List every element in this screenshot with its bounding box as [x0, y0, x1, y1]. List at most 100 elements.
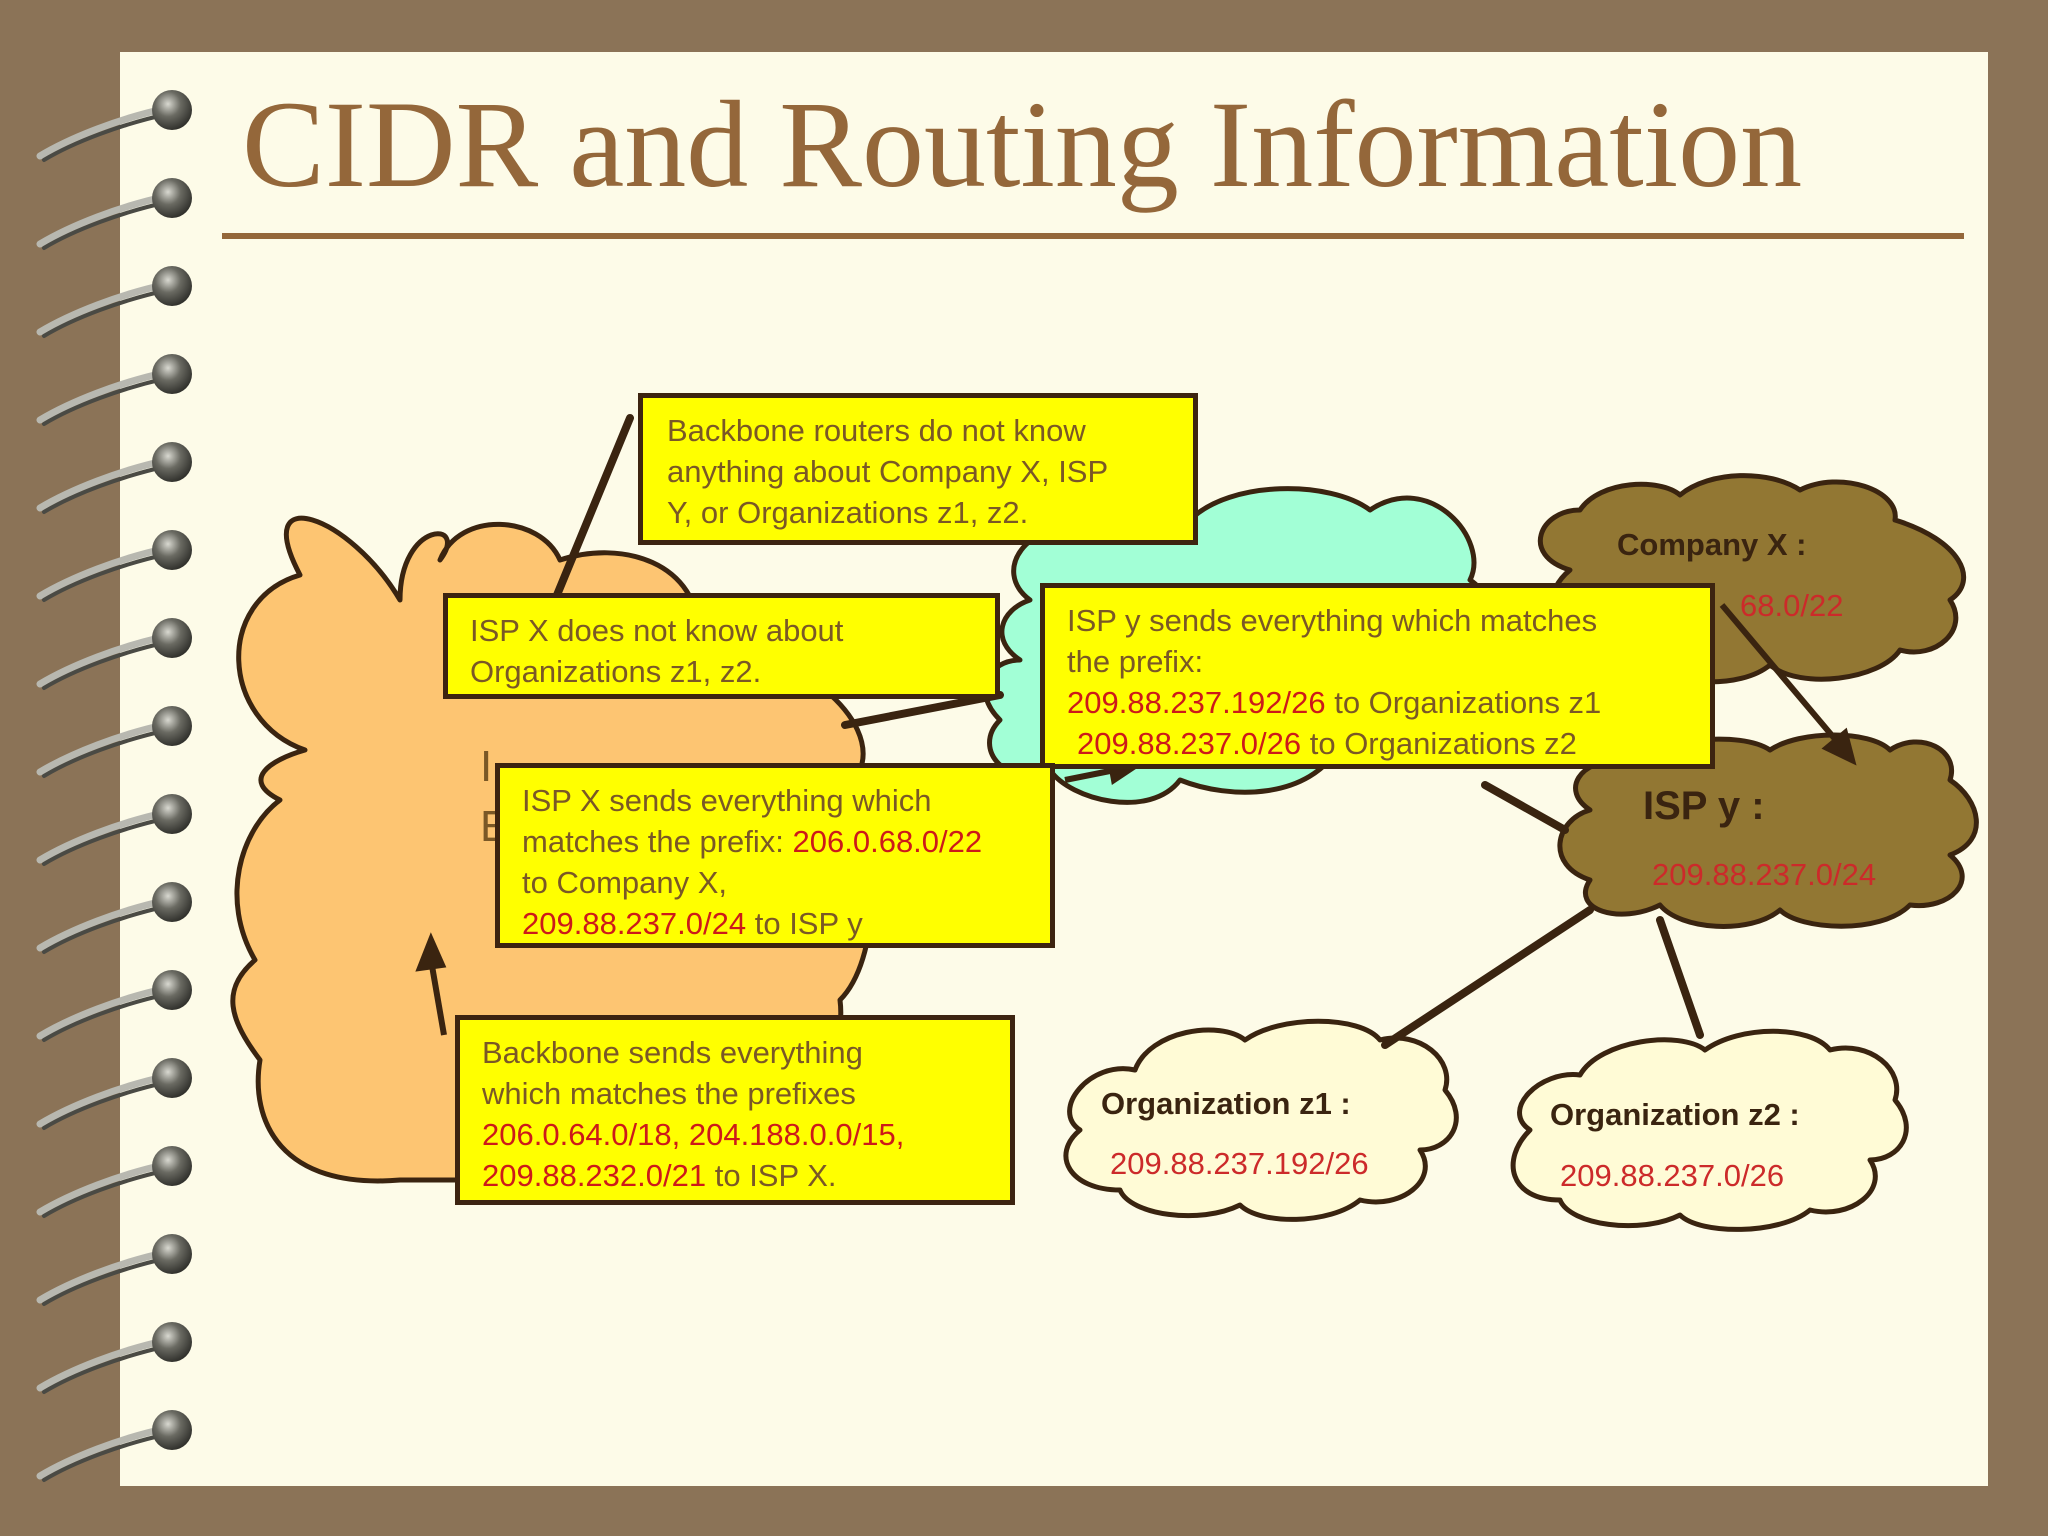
spiral-wire-shadow	[42, 904, 170, 954]
spiral-hole	[152, 1410, 192, 1450]
spiral-wire	[36, 456, 172, 512]
callout-line: to Company X,	[522, 865, 728, 900]
spiral-wire-shadow	[42, 992, 170, 1042]
callout-line: Backbone routers do not know	[667, 413, 1086, 448]
spiral-hole	[152, 882, 192, 922]
spiral-wire-shadow	[42, 816, 170, 866]
arrow-head-to-isp-y	[1821, 727, 1857, 766]
spiral-hole	[152, 970, 192, 1010]
callout-line: 209.88.237.0/24 to ISP y	[522, 903, 1032, 944]
callout-isp-x-not-know: ISP X does not know about Organizations …	[443, 593, 1000, 699]
spiral-hole	[152, 354, 192, 394]
prefix-isp-y-target: to ISP y	[746, 906, 863, 941]
callout-line: the prefix:	[1067, 644, 1204, 679]
arrow-head-backbone-upward	[415, 932, 447, 972]
spiral-wire-shadow	[42, 112, 170, 162]
spiral-wire	[36, 192, 172, 248]
prefix-z2-target: to Organizations z2	[1301, 726, 1577, 761]
spiral-wire	[36, 1248, 172, 1304]
callout-line: 206.0.64.0/18, 204.188.0.0/15,	[482, 1117, 905, 1152]
org-z2-label: Organization z2 :	[1550, 1097, 1800, 1132]
spiral-wire-shadow	[42, 1432, 170, 1482]
spiral-wire	[36, 1424, 172, 1480]
spiral-hole	[152, 1322, 192, 1362]
org-z1-label: Organization z1 :	[1101, 1086, 1351, 1121]
link-backbone-to-isp-x	[841, 691, 1004, 729]
callout-line: Backbone sends everything	[482, 1035, 863, 1070]
prefix-z1: 209.88.237.192/26	[1067, 685, 1326, 720]
callout-line: Organizations z1, z2.	[470, 654, 762, 689]
spiral-wire	[36, 896, 172, 952]
slide-title: CIDR and Routing Information	[242, 76, 1803, 213]
spiral-wire-shadow	[42, 200, 170, 250]
spiral-hole	[152, 794, 192, 834]
spiral-wire	[36, 632, 172, 688]
link-isp-y-to-z2	[1656, 916, 1704, 1039]
org-z2-prefix: 209.88.237.0/26	[1560, 1158, 1785, 1193]
callout-backbone-sends: Backbone sends everything which matches …	[455, 1015, 1015, 1205]
link-isp-x-to-isp-y	[1481, 781, 1569, 834]
spiral-wire	[36, 280, 172, 336]
prefix-z1-target: to Organizations z1	[1325, 685, 1602, 720]
spiral-wire	[36, 368, 172, 424]
spiral-wire-shadow	[42, 288, 170, 338]
callout-line: 209.88.232.0/21 to ISP X.	[482, 1155, 992, 1196]
callout-line: matches the prefix: 206.0.68.0/22	[522, 821, 1032, 862]
prefix-company-x: 206.0.68.0/22	[792, 824, 983, 859]
spiral-hole	[152, 1058, 192, 1098]
callout-line: 209.88.237.192/26 to Organizations z1	[1067, 682, 1692, 723]
spiral-hole	[152, 618, 192, 658]
spiral-wire-shadow	[42, 1344, 170, 1394]
title-underline	[222, 233, 1964, 239]
spiral-hole	[152, 442, 192, 482]
spiral-hole	[152, 1234, 192, 1274]
arrow-to-isp-x	[1064, 767, 1116, 783]
spiral-hole	[152, 178, 192, 218]
spiral-wire	[36, 1336, 172, 1392]
org-z1-cloud	[1063, 1018, 1459, 1222]
isp-y-cloud	[1557, 732, 1979, 929]
callout-backbone-routers: Backbone routers do not know anything ab…	[638, 393, 1198, 545]
org-z1-prefix: 209.88.237.192/26	[1110, 1146, 1369, 1181]
spiral-wire-shadow	[42, 464, 170, 514]
backbone-label-fragment-1: I	[480, 742, 493, 791]
spiral-hole	[152, 706, 192, 746]
callout-line: Y, or Organizations z1, z2.	[667, 495, 1029, 530]
callout-line: ISP y sends everything which matches	[1067, 603, 1598, 638]
spiral-wire	[36, 984, 172, 1040]
callout-line: ISP X sends everything which	[522, 783, 932, 818]
isp-y-label: ISP y :	[1643, 784, 1765, 828]
company-x-prefix: 68.0/22	[1740, 588, 1844, 623]
spiral-wire-shadow	[42, 376, 170, 426]
spiral-wire-shadow	[42, 1080, 170, 1130]
callout-text: matches the prefix:	[522, 824, 793, 859]
arrow-to-isp-y	[1719, 603, 1843, 747]
prefix-backbone-3-target: to ISP X.	[706, 1158, 837, 1193]
callout-line: ISP X does not know about	[470, 613, 844, 648]
prefix-z2: 209.88.237.0/26	[1077, 726, 1302, 761]
link-isp-y-to-z1	[1381, 906, 1594, 1049]
spiral-wire	[36, 1160, 172, 1216]
spiral-wire-shadow	[42, 1256, 170, 1306]
callout-line: anything about Company X, ISP	[667, 454, 1109, 489]
spiral-hole	[152, 1146, 192, 1186]
spiral-wire	[36, 1072, 172, 1128]
spiral-wire-shadow	[42, 1168, 170, 1218]
callout-line: which matches the prefixes	[482, 1076, 856, 1111]
callout-line: 209.88.237.0/26 to Organizations z2	[1067, 723, 1692, 764]
company-x-label: Company X :	[1617, 527, 1807, 562]
spiral-hole	[152, 266, 192, 306]
spiral-hole	[152, 530, 192, 570]
spiral-binding	[36, 90, 192, 1482]
callout-isp-x-sends: ISP X sends everything which matches the…	[495, 763, 1055, 948]
isp-y-prefix: 209.88.237.0/24	[1652, 857, 1877, 892]
spiral-wire	[36, 720, 172, 776]
arrow-backbone-upward	[428, 959, 447, 1036]
spiral-wire	[36, 808, 172, 864]
spiral-wire-shadow	[42, 728, 170, 778]
spiral-wire	[36, 544, 172, 600]
spiral-wire-shadow	[42, 552, 170, 602]
pointer-backbone-routers	[553, 414, 634, 599]
spiral-wire-shadow	[42, 640, 170, 690]
callout-isp-y-sends: ISP y sends everything which matches the…	[1040, 583, 1715, 769]
